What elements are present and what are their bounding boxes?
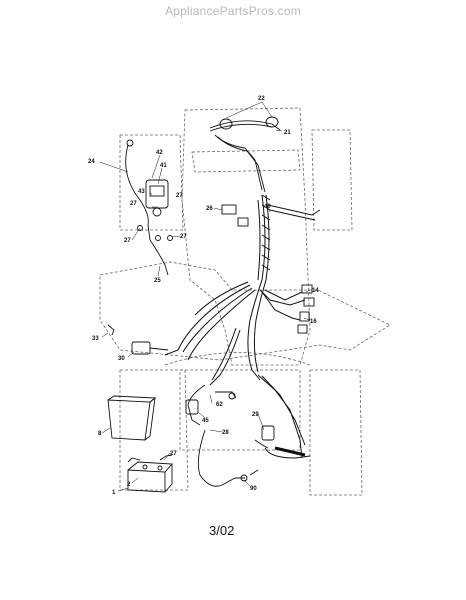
callout-24: 24 — [88, 159, 95, 165]
fender-outline — [164, 352, 311, 366]
rear-left-wheel — [119, 369, 189, 491]
callout-41: 41 — [160, 163, 167, 169]
callout-43: 43 — [138, 189, 145, 195]
callout-27-b: 27 — [130, 201, 137, 207]
callout-27-a: 27 — [176, 193, 183, 199]
callout-90: 90 — [250, 486, 257, 492]
callout-30: 30 — [118, 356, 125, 362]
ignition-switch-assembly — [125, 139, 173, 276]
seat-outline — [179, 369, 301, 451]
front-left-wheel — [119, 134, 184, 231]
callout-labels: 22 21 24 42 41 43 27 27 27 27 26 40 14 1… — [88, 96, 319, 496]
headlight-harness — [209, 116, 281, 193]
callout-28: 28 — [222, 430, 229, 436]
deck-outline — [99, 261, 391, 361]
leader-lines — [99, 101, 311, 492]
rear-right-wheel — [309, 369, 363, 496]
callout-26: 26 — [206, 206, 213, 212]
front-right-wheel — [311, 129, 353, 231]
callout-1: 1 — [112, 490, 116, 496]
right-connectors — [221, 204, 321, 334]
hood-outline — [181, 107, 311, 366]
tractor-outline — [99, 107, 391, 496]
callout-27-e: 27 — [170, 451, 177, 457]
dash-panel-outline — [191, 149, 301, 173]
fuse-holder — [185, 399, 199, 415]
ignition-wire-lead — [125, 144, 149, 226]
callout-33: 33 — [92, 336, 99, 342]
callout-27-d: 27 — [180, 234, 187, 240]
callout-21: 21 — [284, 130, 291, 136]
callout-16: 16 — [310, 319, 317, 325]
connector-30 — [107, 324, 169, 355]
callout-8: 8 — [98, 431, 102, 437]
main-harness-bundle — [164, 194, 306, 459]
revision-date: 3/02 — [209, 523, 235, 538]
callout-14: 14 — [312, 288, 319, 294]
callout-25: 25 — [154, 278, 161, 284]
ignition-switch — [145, 179, 169, 209]
lower-harness — [185, 384, 311, 487]
callout-22: 22 — [258, 96, 265, 102]
battery-tray — [107, 395, 157, 441]
callout-45: 45 — [202, 418, 209, 424]
headlight-right — [265, 116, 279, 128]
callout-62: 62 — [216, 402, 223, 408]
callout-2: 2 — [127, 482, 131, 488]
callout-42: 42 — [156, 150, 163, 156]
callout-29: 29 — [252, 412, 259, 418]
callout-27-c: 27 — [124, 238, 131, 244]
callout-40: 40 — [264, 204, 271, 210]
headlight-left — [219, 118, 233, 130]
watermark-text: AppliancePartsPros.com — [165, 4, 301, 18]
seat-switch — [261, 425, 275, 441]
battery — [127, 454, 173, 493]
